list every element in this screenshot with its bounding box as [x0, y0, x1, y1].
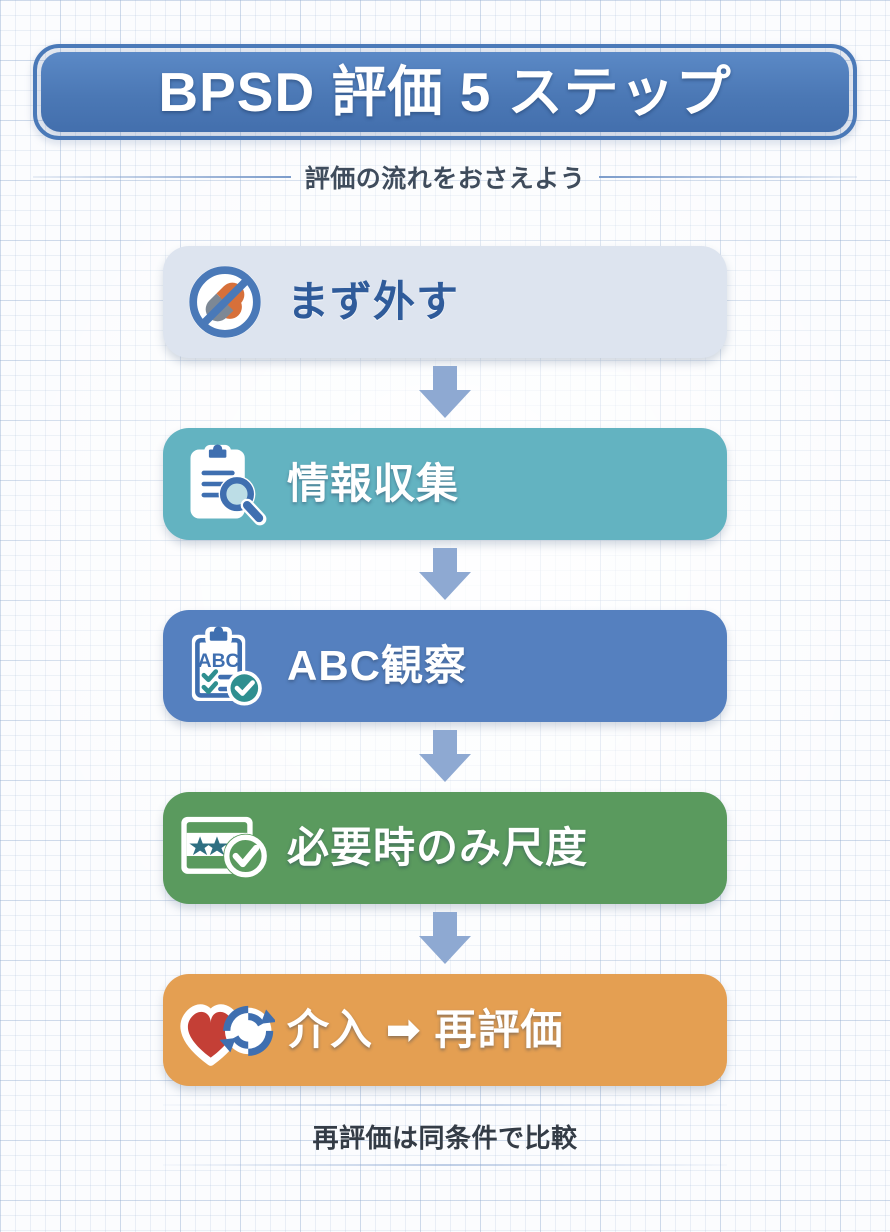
footer-rule-bottom — [163, 1164, 727, 1166]
subtitle: 評価の流れをおさえよう — [304, 165, 586, 193]
step-label-3: ABC観察 — [287, 642, 467, 689]
step-label-2: 情報収集 — [287, 460, 460, 507]
flow-arrow-3 — [413, 730, 477, 784]
title-banner: BPSD 評価 5 ステップ — [33, 44, 857, 140]
step-label-1: まず外す — [287, 278, 460, 325]
footer-rule-top — [163, 1104, 727, 1106]
svg-text:ABC: ABC — [198, 651, 240, 672]
step-label-5: 介入 ➡ 再評価 — [287, 1006, 564, 1053]
step-card-3[interactable]: ABC ABC観察 — [163, 610, 727, 722]
step-card-4[interactable]: 必要時のみ尺度 — [163, 792, 727, 904]
step-label-4: 必要時のみ尺度 — [287, 824, 589, 871]
subtitle-rule-left — [33, 176, 291, 178]
heart-refresh-icon — [163, 974, 287, 1086]
flow-arrow-1 — [413, 366, 477, 420]
flow-arrow-4 — [413, 912, 477, 966]
subtitle-row: 評価の流れをおさえよう — [33, 158, 858, 196]
abc-checklist-icon: ABC — [163, 610, 287, 722]
step-card-2[interactable]: 情報収集 — [163, 428, 727, 540]
step-card-1[interactable]: まず外す — [163, 246, 727, 358]
page-title: BPSD 評価 5 ステップ — [158, 60, 732, 123]
flow-arrow-2 — [413, 548, 477, 602]
title-banner-inner: BPSD 評価 5 ステップ — [41, 52, 849, 132]
footer-note: 再評価は同条件で比較 — [312, 1122, 578, 1153]
step-card-5[interactable]: 介入 ➡ 再評価 — [163, 974, 727, 1086]
no-medication-icon — [163, 246, 287, 358]
rating-scale-check-icon — [163, 792, 287, 904]
subtitle-rule-right — [599, 176, 858, 178]
clipboard-magnifier-icon — [163, 428, 287, 540]
